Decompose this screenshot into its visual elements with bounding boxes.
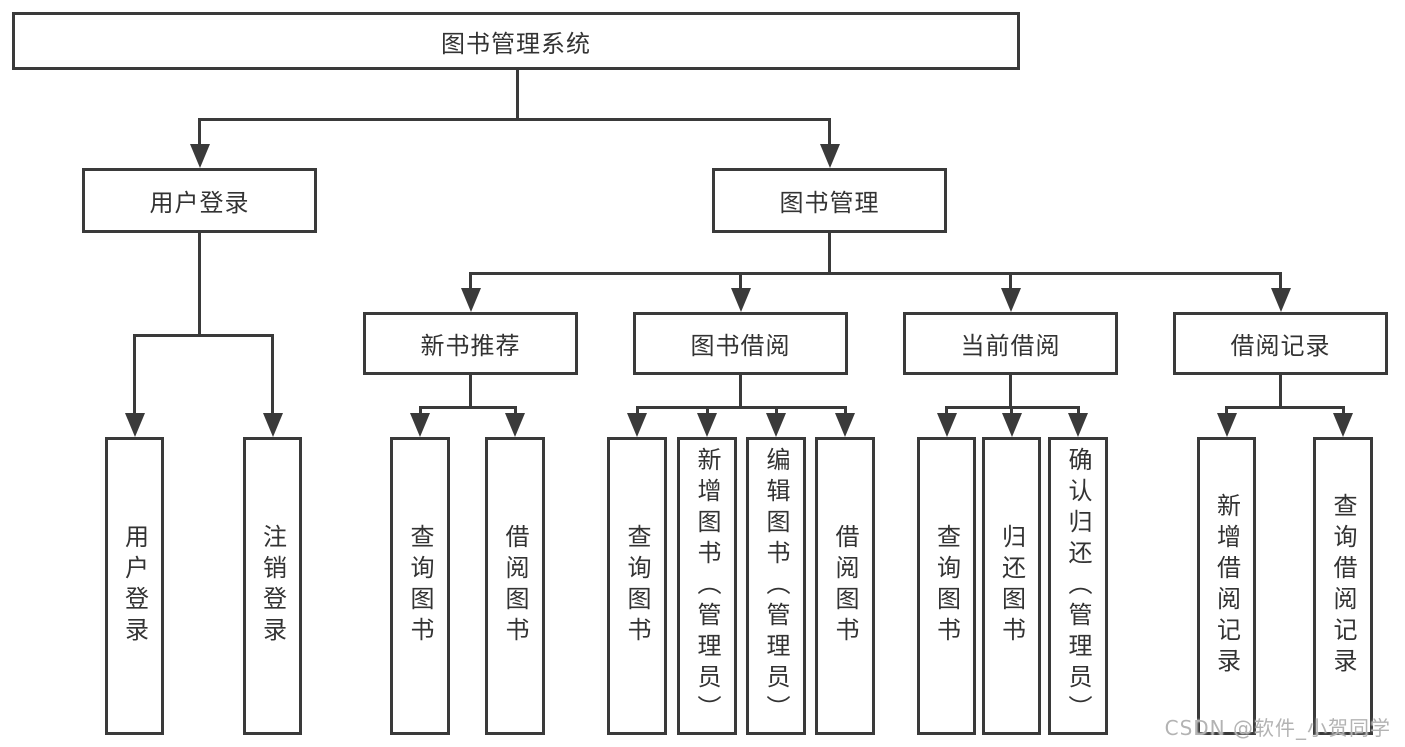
arrow-down-icon	[124, 413, 145, 437]
v-line	[1279, 375, 1282, 406]
arrow-down-icon	[936, 413, 957, 437]
node-user-login: 用户登录	[82, 168, 317, 233]
leaf-query-books-2: 查询图书	[607, 437, 667, 735]
arrow-down-icon	[730, 288, 751, 312]
v-line	[271, 334, 274, 413]
leaf-label: 借阅图书	[831, 524, 859, 648]
leaf-label: 归还图书	[997, 524, 1026, 648]
v-line	[774, 406, 778, 413]
h-line	[635, 406, 847, 409]
arrow-down-icon	[460, 288, 481, 312]
leaf-label: 查询图书	[623, 524, 651, 648]
node-book-management-label: 图书管理	[779, 189, 880, 217]
arrow-down-icon	[189, 144, 210, 168]
node-book-borrow: 图书借阅	[633, 312, 848, 375]
v-line	[198, 118, 201, 144]
v-line	[198, 233, 201, 334]
leaf-query-books-1: 查询图书	[390, 437, 450, 735]
watermark: CSDN @软件_小贺同学	[1164, 716, 1391, 740]
h-line	[133, 334, 274, 337]
h-line	[469, 272, 1282, 275]
h-line	[1225, 406, 1344, 409]
h-line	[198, 118, 831, 121]
leaf-label: 借阅图书	[501, 524, 529, 648]
leaf-label: 编辑图书（管理员）	[762, 446, 790, 726]
node-new-book-recommend-label: 新书推荐	[420, 332, 521, 360]
arrow-down-icon	[697, 413, 717, 437]
arrow-down-icon	[1068, 413, 1088, 437]
leaf-query-borrow-record: 查询借阅记录	[1313, 437, 1373, 735]
leaf-add-books-admin: 新增图书（管理员）	[677, 437, 737, 735]
leaf-confirm-return-admin: 确认归还（管理员）	[1048, 437, 1108, 735]
v-line	[418, 406, 422, 413]
node-borrow-records: 借阅记录	[1173, 312, 1388, 375]
v-line	[1279, 272, 1282, 288]
v-line	[1009, 375, 1012, 406]
leaf-borrow-books-1: 借阅图书	[485, 437, 545, 735]
arrow-down-icon	[1001, 413, 1022, 437]
v-line	[705, 406, 709, 413]
arrow-down-icon	[410, 413, 430, 437]
arrow-down-icon	[766, 413, 786, 437]
arrow-down-icon	[1270, 288, 1291, 312]
leaf-add-borrow-record: 新增借阅记录	[1197, 437, 1256, 735]
v-line	[1076, 406, 1080, 413]
v-line	[739, 272, 742, 288]
node-root-label: 图书管理系统	[441, 29, 591, 58]
leaf-label: 确认归还（管理员）	[1064, 446, 1092, 726]
leaf-logout: 注销登录	[243, 437, 302, 735]
arrow-down-icon	[1000, 288, 1021, 312]
node-current-borrow-label: 当前借阅	[960, 332, 1061, 360]
h-line	[418, 406, 517, 409]
node-current-borrow: 当前借阅	[903, 312, 1118, 375]
arrow-down-icon	[1216, 413, 1237, 437]
arrow-down-icon	[835, 413, 855, 437]
v-line	[513, 406, 517, 413]
v-line	[469, 375, 472, 406]
v-line	[828, 118, 831, 144]
leaf-label: 注销登录	[258, 524, 287, 648]
arrow-down-icon	[1333, 413, 1353, 437]
node-book-management: 图书管理	[712, 168, 947, 233]
leaf-query-books-3: 查询图书	[917, 437, 976, 735]
node-root: 图书管理系统	[12, 12, 1020, 70]
v-line	[1010, 406, 1013, 413]
leaf-return-books: 归还图书	[982, 437, 1041, 735]
leaf-label: 查询图书	[406, 524, 434, 648]
leaf-label: 用户登录	[120, 524, 149, 648]
v-line	[828, 233, 831, 272]
v-line	[1009, 272, 1012, 288]
node-borrow-records-label: 借阅记录	[1230, 332, 1331, 360]
v-line	[635, 406, 639, 413]
v-line	[945, 406, 948, 413]
node-book-borrow-label: 图书借阅	[690, 332, 791, 360]
leaf-label: 新增借阅记录	[1212, 493, 1241, 679]
leaf-label: 查询借阅记录	[1329, 493, 1357, 679]
node-new-book-recommend: 新书推荐	[363, 312, 578, 375]
leaf-borrow-books-2: 借阅图书	[815, 437, 875, 735]
leaf-user-login: 用户登录	[105, 437, 164, 735]
v-line	[1341, 406, 1345, 413]
v-line	[739, 375, 742, 406]
v-line	[843, 406, 847, 413]
v-line	[515, 70, 519, 118]
v-line	[469, 272, 472, 288]
arrow-down-icon	[819, 144, 840, 168]
leaf-label: 查询图书	[932, 524, 961, 648]
v-line	[133, 334, 136, 413]
leaf-edit-books-admin: 编辑图书（管理员）	[746, 437, 806, 735]
arrow-down-icon	[262, 413, 283, 437]
arrow-down-icon	[627, 413, 647, 437]
node-user-login-label: 用户登录	[149, 189, 250, 217]
arrow-down-icon	[505, 413, 525, 437]
v-line	[1225, 406, 1228, 413]
leaf-label: 新增图书（管理员）	[693, 446, 721, 726]
